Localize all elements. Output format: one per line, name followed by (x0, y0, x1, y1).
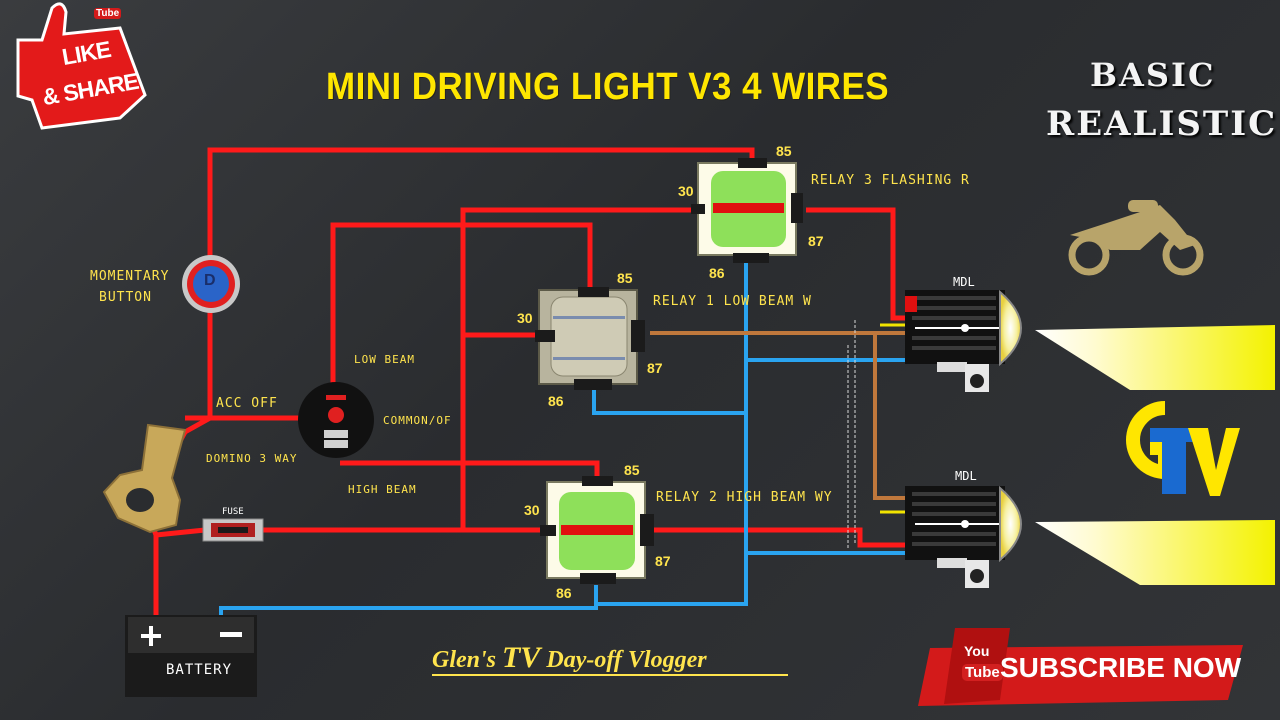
momentary-button (182, 255, 240, 313)
like-share-thumb (16, 2, 147, 130)
relay1-label: RELAY 1 LOW BEAM W (653, 294, 812, 309)
relay3-pin-87: 87 (808, 233, 824, 249)
mdl-light-top (905, 289, 1022, 392)
relay2-pin-86: 86 (556, 585, 572, 601)
common-off-label: COMMON/OF (383, 414, 452, 427)
mdl-light-bottom (905, 485, 1022, 588)
style-basic: BASIC (1090, 56, 1216, 94)
ground-wires (219, 260, 915, 615)
style-realistic: REALISTIC (1046, 104, 1278, 144)
low-beam-wire (650, 331, 915, 500)
relay-3 (691, 158, 803, 263)
button-letter: D (204, 272, 216, 289)
relay1-pin-87: 87 (647, 360, 663, 376)
battery (125, 615, 257, 697)
relay3-pin-85: 85 (776, 143, 792, 159)
channel-name: Glen's TV Day-off Vlogger (432, 641, 707, 674)
like-youtube-tag: Tube (94, 8, 122, 19)
relay-2 (540, 476, 654, 584)
relay1-pin-86: 86 (548, 393, 564, 409)
relay-1 (535, 287, 645, 390)
momentary-label-1: MOMENTARY (90, 269, 170, 284)
youtube-tube: Tube (962, 664, 1003, 681)
relay3-pin-86: 86 (709, 265, 725, 281)
relay3-label: RELAY 3 FLASHING R (811, 173, 970, 188)
relay2-pin-87: 87 (655, 553, 671, 569)
domino-switch (298, 382, 374, 458)
relay2-pin-30: 30 (524, 502, 540, 518)
channel-underline (432, 674, 788, 676)
domino-label: DOMINO 3 WAY (206, 452, 298, 465)
battery-label: BATTERY (166, 662, 233, 678)
relay3-pin-30: 30 (678, 183, 694, 199)
fuse-label: FUSE (222, 507, 244, 517)
mdl-bottom-label: MDL (955, 469, 977, 483)
low-beam-label: LOW BEAM (354, 353, 415, 366)
mdl-top-label: MDL (953, 275, 975, 289)
high-beam-label: HIGH BEAM (348, 483, 417, 496)
light-beam-high (1035, 520, 1275, 585)
motorcycle-icon (1068, 200, 1204, 276)
subscribe-button[interactable]: SUBSCRIBE NOW (1000, 652, 1242, 683)
ignition-key (102, 423, 187, 534)
fuse (202, 518, 264, 542)
relay2-pin-85: 85 (624, 462, 640, 478)
acc-off-label: ACC OFF (216, 396, 278, 411)
light-beam-low (1035, 325, 1275, 390)
page-title: MINI DRIVING LIGHT V3 4 WIRES (326, 66, 890, 108)
momentary-label-2: BUTTON (99, 290, 152, 305)
relay2-label: RELAY 2 HIGH BEAM WY (656, 490, 833, 505)
relay1-pin-85: 85 (617, 270, 633, 286)
relay1-pin-30: 30 (517, 310, 533, 326)
youtube-you: You (964, 643, 990, 659)
gtv-logo (1126, 401, 1240, 496)
